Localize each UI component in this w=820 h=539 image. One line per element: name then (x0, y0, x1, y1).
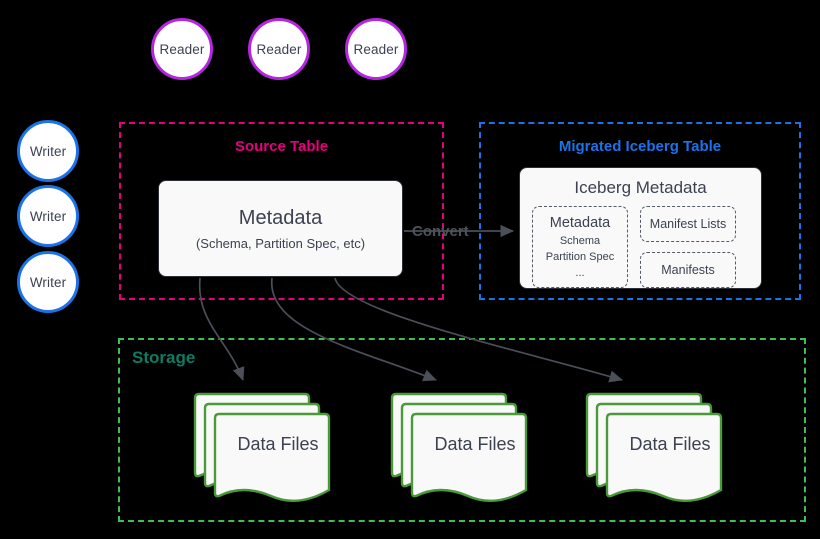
reader-label: Reader (159, 41, 205, 57)
data-files-label: Data Files (237, 434, 319, 454)
data-files-label: Data Files (629, 434, 711, 454)
iceberg-metadata-box-line-3: ... (575, 267, 585, 279)
data-files-stack-1[interactable]: Data Files (193, 392, 343, 502)
data-files-stack-2[interactable]: Data Files (390, 392, 540, 502)
storage-title: Storage (132, 348, 196, 367)
convert-label: Convert (412, 223, 469, 240)
reader-label: Reader (353, 41, 399, 57)
writer-node-1[interactable]: Writer (17, 120, 79, 182)
data-files-icon (585, 392, 723, 502)
writer-node-2[interactable]: Writer (17, 185, 79, 247)
iceberg-metadata-box-title: Metadata (549, 215, 611, 231)
source-metadata-subtitle: (Schema, Partition Spec, etc) (195, 235, 366, 251)
source-table-title: Source Table (234, 138, 329, 155)
source-metadata-card[interactable]: Metadata (Schema, Partition Spec, etc) (158, 180, 403, 277)
data-files-icon (193, 392, 331, 502)
data-files-label: Data Files (434, 434, 516, 454)
iceberg-metadata-box-line-2: Partition Spec (545, 251, 615, 263)
writer-label: Writer (29, 208, 67, 224)
iceberg-metadata-title: Iceberg Metadata (574, 178, 707, 197)
iceberg-table-title: Migrated Iceberg Table (558, 138, 722, 155)
reader-node-1[interactable]: Reader (151, 18, 213, 80)
reader-label: Reader (256, 41, 302, 57)
source-metadata-title: Metadata (238, 206, 323, 229)
manifest-lists-box[interactable]: Manifest Lists (640, 206, 736, 242)
iceberg-metadata-box-line-1: Schema (559, 235, 601, 247)
iceberg-table-group: Migrated Iceberg Table (479, 122, 801, 300)
writer-label: Writer (29, 143, 67, 159)
iceberg-metadata-card[interactable]: Iceberg Metadata Metadata Schema Partiti… (519, 167, 762, 289)
data-files-stack-3[interactable]: Data Files (585, 392, 735, 502)
iceberg-metadata-contents: Metadata Schema Partition Spec ... Manif… (520, 206, 761, 300)
data-files-icon (390, 392, 528, 502)
manifests-box[interactable]: Manifests (640, 252, 736, 288)
writer-label: Writer (29, 274, 67, 290)
reader-node-2[interactable]: Reader (248, 18, 310, 80)
iceberg-metadata-box[interactable]: Metadata Schema Partition Spec ... (532, 206, 628, 288)
reader-node-3[interactable]: Reader (345, 18, 407, 80)
iceberg-manifest-stack: Manifest Lists Manifests (640, 206, 736, 288)
writer-node-3[interactable]: Writer (17, 251, 79, 313)
